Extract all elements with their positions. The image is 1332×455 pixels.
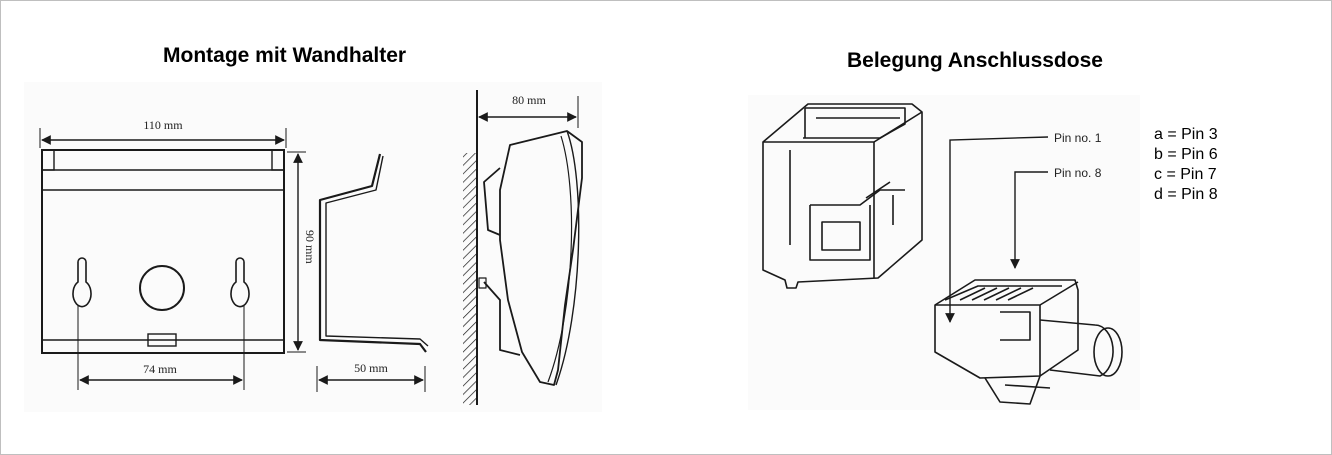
svg-text:110 mm: 110 mm [143, 118, 183, 132]
dim-hole-spacing: 74 mm [77, 305, 245, 390]
pin-assignment-d: d = Pin 8 [1154, 186, 1218, 203]
rj45-plug [934, 279, 1123, 405]
dim-width-top: 110 mm [39, 118, 287, 148]
bracket-side-profile [318, 153, 429, 353]
phone-side-view [478, 130, 583, 386]
pin-assignment-b: b = Pin 6 [1154, 146, 1218, 163]
title-wall-mounting: Montage mit Wandhalter [163, 44, 407, 67]
svg-text:74 mm: 74 mm [143, 362, 177, 376]
title-socket-pinout: Belegung Anschlussdose [847, 49, 1103, 72]
dim-side-depth: 80 mm [478, 93, 579, 128]
pin-assignment-list: a = Pin 3 b = Pin 6 c = Pin 7 d = Pin 8 [1154, 125, 1218, 205]
svg-text:90 mm: 90 mm [303, 230, 317, 264]
wall-hatching [463, 90, 478, 405]
svg-text:50 mm: 50 mm [354, 361, 388, 375]
socket-jack [762, 103, 923, 289]
pin-assignment-a: a = Pin 3 [1154, 126, 1218, 143]
pin-assignment-c: c = Pin 7 [1154, 166, 1217, 183]
svg-text:Pin no. 1: Pin no. 1 [1054, 131, 1102, 145]
svg-text:80 mm: 80 mm [512, 93, 546, 107]
dim-bracket-width: 50 mm [316, 361, 426, 392]
callout-pin8: Pin no. 8 [1010, 166, 1102, 269]
svg-text:Pin no. 8: Pin no. 8 [1054, 166, 1102, 180]
dim-height: 90 mm [287, 151, 317, 353]
callout-pin1: Pin no. 1 [945, 131, 1102, 323]
